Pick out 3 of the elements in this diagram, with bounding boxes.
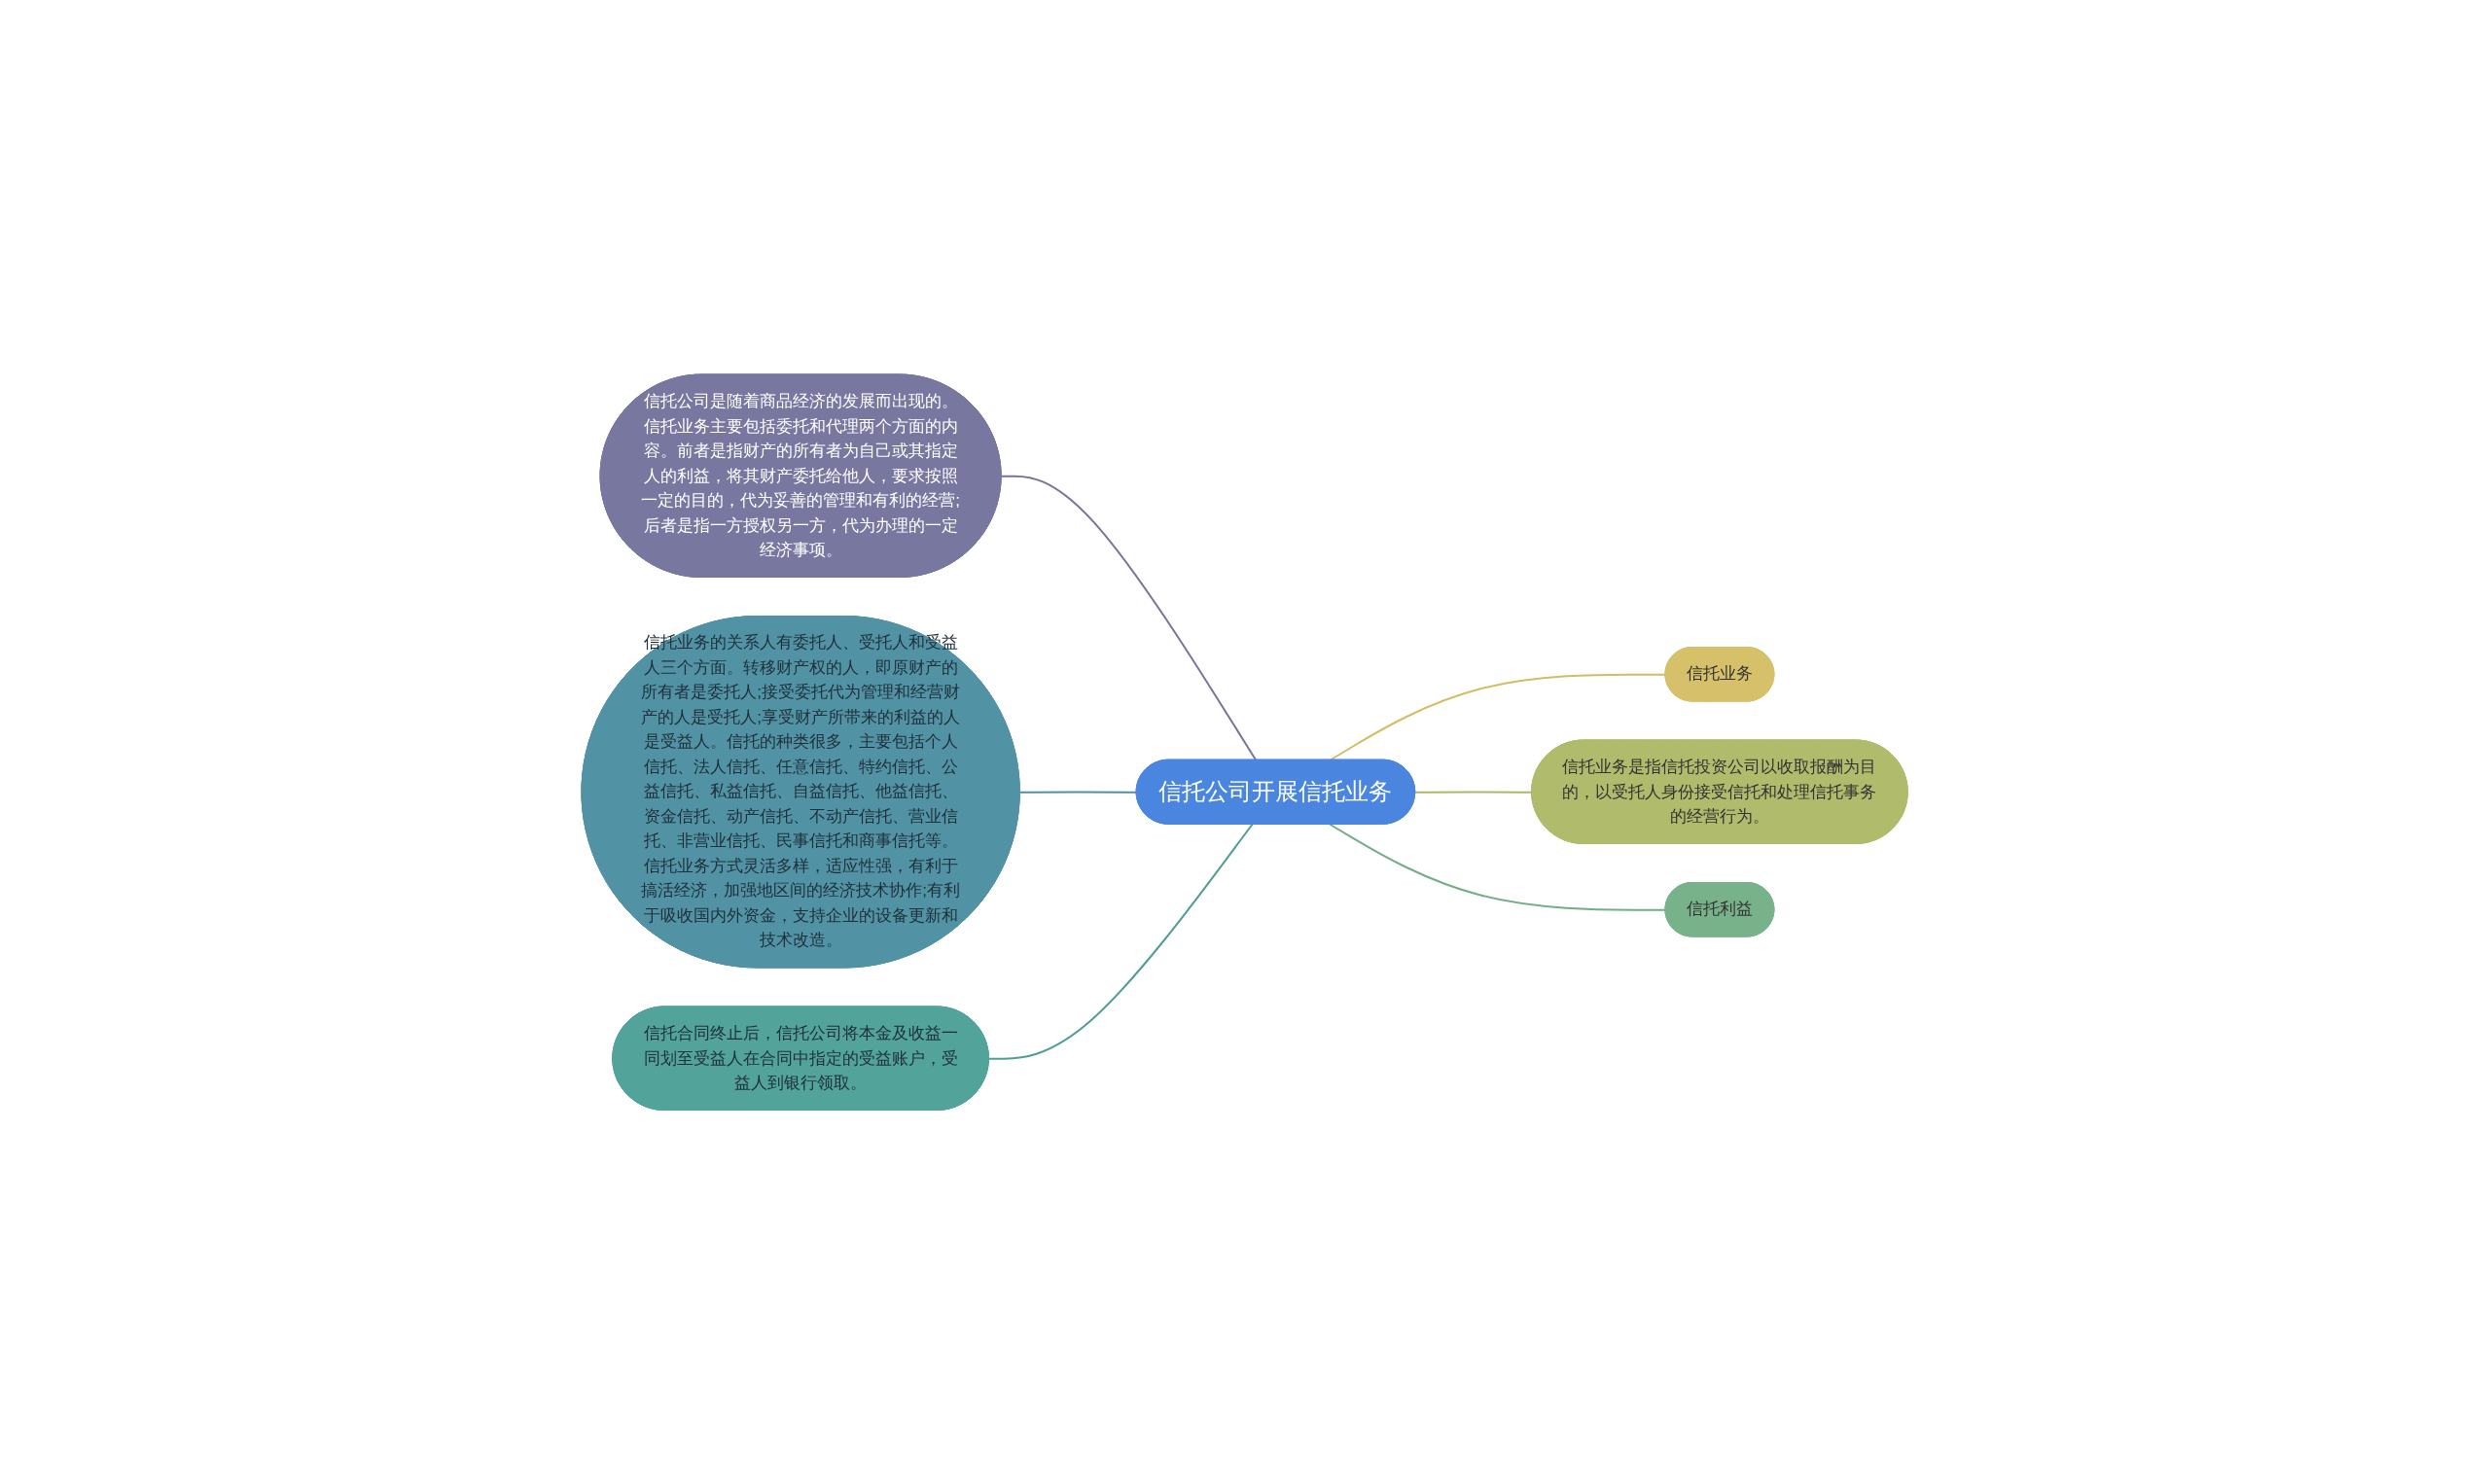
connector bbox=[1329, 823, 1667, 911]
connector bbox=[988, 823, 1254, 1060]
connector bbox=[1414, 791, 1534, 794]
